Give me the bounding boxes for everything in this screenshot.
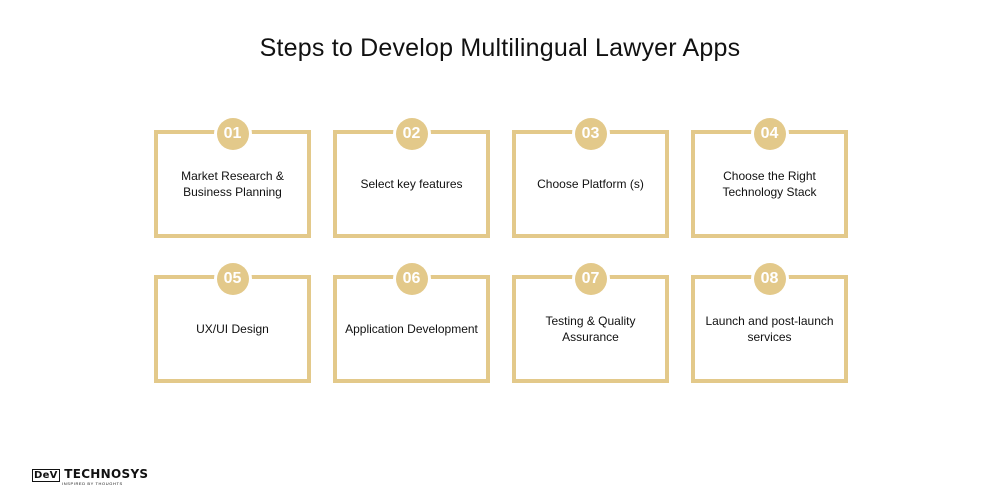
step-card-08: 08 Launch and post-launch services [691, 263, 848, 383]
step-number-badge: 06 [395, 263, 428, 295]
step-number-badge: 04 [753, 118, 786, 150]
logo-prefix: DeV [32, 469, 60, 482]
step-label: Application Development [345, 322, 478, 336]
step-number-badge: 07 [574, 263, 607, 295]
step-number-badge: 02 [395, 118, 428, 150]
step-card-01: 01 Market Research & Business Planning [154, 118, 311, 238]
step-number-badge: 05 [216, 263, 249, 295]
logo-name: TECHNOSYS [64, 467, 149, 481]
logo-tagline: INSPIRED BY THOUGHTS [62, 481, 123, 486]
step-card-02: 02 Select key features [333, 118, 490, 238]
step-card-04: 04 Choose the Right Technology Stack [691, 118, 848, 238]
step-label: Launch and post-launch services [705, 314, 834, 344]
step-number-badge: 01 [216, 118, 249, 150]
company-logo: DeV TECHNOSYS INSPIRED BY THOUGHTS [32, 468, 152, 488]
step-number-badge: 03 [574, 118, 607, 150]
logo-wordmark: DeV TECHNOSYS [32, 468, 148, 482]
step-card-03: 03 Choose Platform (s) [512, 118, 669, 238]
step-label: Select key features [360, 177, 463, 191]
step-card-06: 06 Application Development [333, 263, 490, 383]
step-card-05: 05 UX/UI Design [154, 263, 311, 383]
step-number-badge: 08 [753, 263, 786, 295]
step-label: Market Research & Business Planning [181, 169, 284, 199]
step-label: UX/UI Design [196, 322, 269, 336]
step-card-07: 07 Testing & Quality Assurance [512, 263, 669, 383]
diagram-title: Steps to Develop Multilingual Lawyer App… [259, 34, 741, 62]
step-label: Choose the Right Technology Stack [722, 169, 817, 199]
step-label: Choose Platform (s) [537, 177, 644, 191]
step-label: Testing & Quality Assurance [545, 314, 636, 344]
